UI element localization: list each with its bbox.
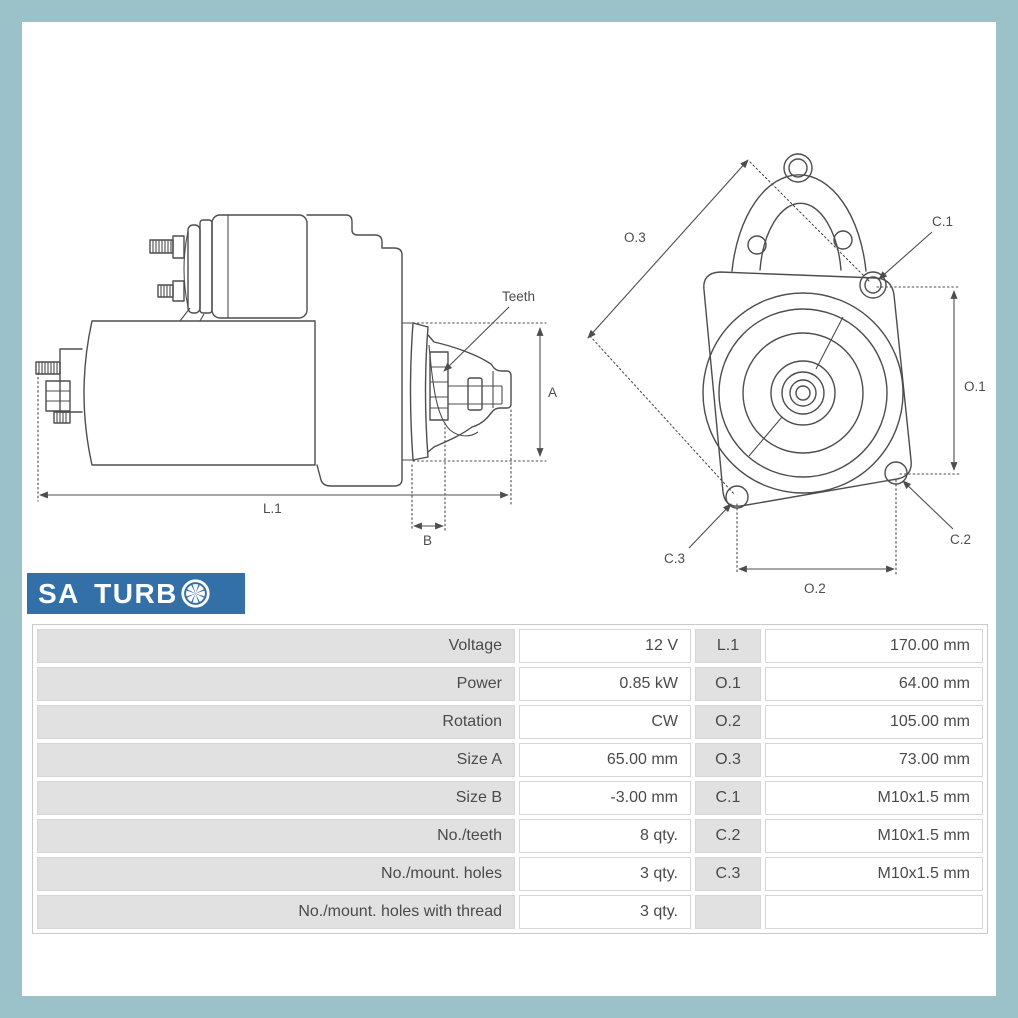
dim-label-l1: L.1 (263, 501, 282, 516)
spec-label: No./mount. holes with thread (37, 895, 515, 929)
spec-value: CW (519, 705, 691, 739)
dim-value: 64.00 mm (765, 667, 983, 701)
shaft-collar (467, 377, 483, 411)
dim-label-o2: O.2 (804, 581, 826, 596)
dim-label-c3: C.3 (664, 551, 685, 566)
dim-label-c1: C.1 (932, 214, 953, 229)
dim-key: O.1 (695, 667, 761, 701)
dim-key: C.2 (695, 819, 761, 853)
dim-key (695, 895, 761, 929)
table-row: No./teeth 8 qty. C.2 M10x1.5 mm (37, 819, 983, 853)
stud-threads (152, 240, 172, 253)
spec-label: No./teeth (37, 819, 515, 853)
c2-leader (902, 480, 954, 530)
teeth-leader (443, 306, 510, 372)
mount-flange (703, 271, 912, 507)
shaft-bore (795, 385, 811, 401)
dim-value: 73.00 mm (765, 743, 983, 777)
spec-value: 65.00 mm (519, 743, 691, 777)
dim-value (765, 895, 983, 929)
table-row: No./mount. holes with thread 3 qty. (37, 895, 983, 929)
bolt-hole-c1-boss (859, 271, 887, 299)
spec-label: Size A (37, 743, 515, 777)
brand-logo: SA TURB (27, 573, 245, 614)
table-row: Voltage 12 V L.1 170.00 mm (37, 629, 983, 663)
spec-label: Power (37, 667, 515, 701)
table-row: Power 0.85 kW O.1 64.00 mm (37, 667, 983, 701)
spoke-lines (748, 316, 844, 457)
pinion-teeth-lines (430, 366, 448, 409)
turbo-fan-icon (181, 579, 210, 608)
stud-threads (160, 285, 171, 297)
motor-body (83, 320, 316, 466)
spec-label: Size B (37, 781, 515, 815)
table-row: Size A 65.00 mm O.3 73.00 mm (37, 743, 983, 777)
spec-table: Voltage 12 V L.1 170.00 mm Power 0.85 kW… (32, 624, 988, 934)
hex-nut (45, 380, 71, 412)
table-row: Size B -3.00 mm C.1 M10x1.5 mm (37, 781, 983, 815)
c1-leader (878, 231, 933, 280)
hub-circle (770, 360, 836, 426)
dim-label-a: A (548, 385, 557, 400)
teeth-label: Teeth (502, 289, 535, 304)
top-arch-outer (731, 174, 867, 272)
dim-value: M10x1.5 mm (765, 781, 983, 815)
shaft (448, 385, 503, 405)
dim-key: C.3 (695, 857, 761, 891)
dim-label-o3: O.3 (624, 230, 646, 245)
dim-value: M10x1.5 mm (765, 857, 983, 891)
dim-label-o1: O.1 (964, 379, 986, 394)
dim-key: C.1 (695, 781, 761, 815)
spec-value: 12 V (519, 629, 691, 663)
solenoid-stud (157, 284, 174, 298)
solenoid-ring (199, 219, 213, 314)
spec-value: 3 qty. (519, 857, 691, 891)
spec-value: 0.85 kW (519, 667, 691, 701)
top-boss (783, 153, 813, 183)
flange-circle (702, 292, 904, 494)
top-hole (788, 158, 808, 178)
brand-logo-text: SA TURB (38, 577, 178, 609)
stud-threads (38, 362, 58, 374)
dim-value: 105.00 mm (765, 705, 983, 739)
dim-key: L.1 (695, 629, 761, 663)
dim-key: O.3 (695, 743, 761, 777)
spec-label: Voltage (37, 629, 515, 663)
arch-hole-right (833, 230, 853, 250)
top-arch-inner (759, 202, 842, 271)
solenoid-body (211, 214, 308, 319)
spec-label: No./mount. holes (37, 857, 515, 891)
front-view-drawing: O.3 O.1 O.2 C.1 C.2 C.3 (587, 153, 986, 596)
dim-value: 170.00 mm (765, 629, 983, 663)
arch-hole-left (747, 235, 767, 255)
spec-value: 8 qty. (519, 819, 691, 853)
dim-value: M10x1.5 mm (765, 819, 983, 853)
dim-label-b: B (423, 533, 432, 548)
center-housing (306, 214, 403, 487)
dim-label-c2: C.2 (950, 532, 971, 547)
side-view-drawing: A L.1 B Teeth (35, 214, 557, 548)
mount-face (409, 322, 429, 461)
drive-inner-curve (428, 344, 479, 437)
stud-threads (56, 412, 67, 423)
table-row: Rotation CW O.2 105.00 mm (37, 705, 983, 739)
c3-leader (688, 503, 732, 549)
spec-value: -3.00 mm (519, 781, 691, 815)
spec-value: 3 qty. (519, 895, 691, 929)
spec-label: Rotation (37, 705, 515, 739)
small-stud (53, 411, 71, 424)
solenoid-ring (187, 224, 201, 314)
bolt-hole-c1 (864, 276, 882, 294)
dim-key: O.2 (695, 705, 761, 739)
drive-housing (427, 334, 512, 453)
table-row: No./mount. holes 3 qty. C.3 M10x1.5 mm (37, 857, 983, 891)
